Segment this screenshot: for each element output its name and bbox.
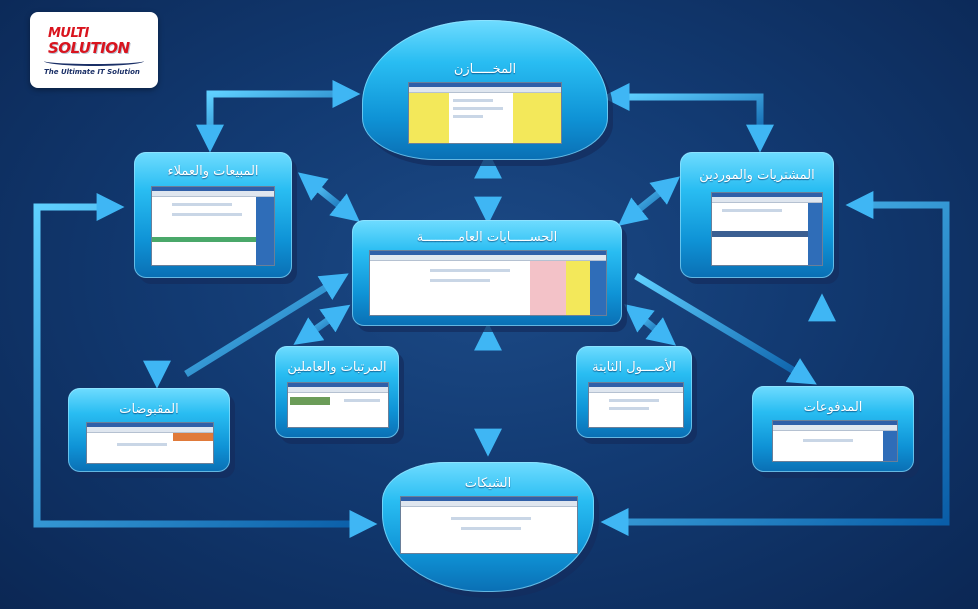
module-salaries-employees[interactable]: المرتبات والعاملين <box>275 346 399 438</box>
module-sales-customers[interactable]: المبيعات والعملاء <box>134 152 292 278</box>
module-screenshot <box>369 250 607 316</box>
module-screenshot <box>772 420 898 462</box>
logo-line1: MULTI <box>48 26 89 41</box>
module-warehouses[interactable]: المخـــــازن <box>362 20 608 160</box>
logo-line2: SOLUTION <box>48 39 130 57</box>
module-screenshot <box>287 382 389 428</box>
arrow-left-loop <box>33 193 378 538</box>
module-title: المرتبات والعاملين <box>287 360 387 375</box>
logo-tagline: The Ultimate IT Solution <box>44 68 140 76</box>
module-title: الأصـــول الثابتة <box>592 360 676 375</box>
module-payments[interactable]: المدفوعات <box>752 386 914 472</box>
arrow-sales-accounts <box>297 172 360 222</box>
module-screenshot <box>86 422 214 464</box>
module-title: المخـــــازن <box>453 62 517 77</box>
module-screenshot <box>151 186 275 266</box>
arrow-warehouses-sales <box>196 80 361 153</box>
module-title: المقبوضات <box>119 402 179 417</box>
module-title: الحســـــابات العامـــــــــة <box>416 230 558 245</box>
module-title: المبيعات والعملاء <box>167 164 259 179</box>
module-title: المدفوعات <box>803 400 863 415</box>
module-screenshot <box>408 82 562 144</box>
module-general-accounts[interactable]: الحســـــابات العامـــــــــة <box>352 220 622 326</box>
module-fixed-assets[interactable]: الأصـــول الثابتة <box>576 346 692 438</box>
module-screenshot <box>588 382 684 428</box>
logo-swoosh-icon <box>44 56 144 66</box>
arrow-warehouses-purchases <box>601 83 774 153</box>
module-screenshot <box>711 192 823 266</box>
arrow-purchases-accounts <box>618 176 681 226</box>
module-receipts[interactable]: المقبوضات <box>68 388 230 472</box>
module-title: المشتريات والموردين <box>699 168 815 183</box>
arrow-assets-accounts <box>624 304 677 346</box>
module-cheques[interactable]: الشيكات <box>382 462 594 592</box>
company-logo: MULTI SOLUTION The Ultimate IT Solution <box>30 12 158 88</box>
arrow-salaries-accounts <box>293 304 351 345</box>
module-screenshot <box>400 496 578 554</box>
arrow-right-loop <box>600 191 950 536</box>
module-title: الشيكات <box>464 476 512 491</box>
module-purchases-suppliers[interactable]: المشتريات والموردين <box>680 152 834 278</box>
